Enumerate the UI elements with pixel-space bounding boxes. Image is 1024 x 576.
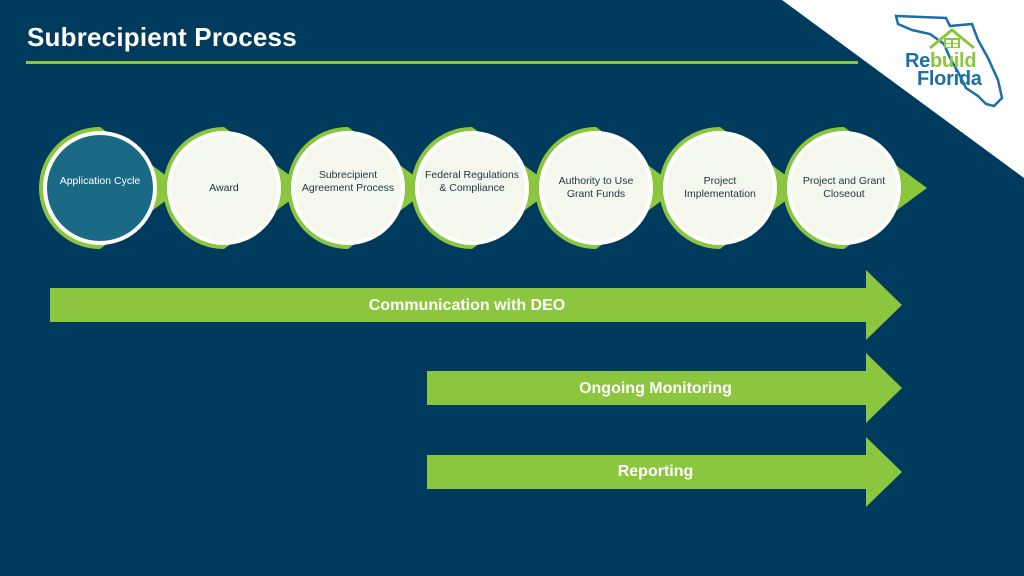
florida-map-icon [894,14,1004,108]
step-circle [295,135,401,241]
logo-text-build: build [929,50,977,72]
step-2 [162,126,307,250]
logo-wordmark: Rebuild Florida [905,50,982,90]
step-circle [791,135,897,241]
step-label: Authority to Use Grant Funds [558,175,634,200]
arrow-reporting [427,437,902,507]
step-1 [38,126,183,250]
step-label: Project and Grant Closeout [802,175,886,200]
logo-text-florida: Florida [917,68,982,90]
step-label: Application Cycle [59,175,141,187]
house-icon [929,28,975,50]
arrow-label-reporting: Reporting [617,463,694,480]
step-5 [534,126,679,250]
page-title: Subrecipient Process [27,22,297,52]
arrow-monitoring [427,353,902,423]
step-circle [543,135,649,241]
step-circle [47,135,153,241]
arrow-label-communication: Communication with DEO [368,297,566,314]
step-label: Award [209,181,239,194]
step-circle [171,135,277,241]
title-underline [26,61,858,64]
step-circle [419,135,525,241]
step-label: Federal Regulations & Compliance [425,168,519,194]
arrow-label-monitoring: Ongoing Monitoring [579,380,732,397]
step-6 [658,126,803,250]
step-circle [667,135,773,241]
step-label: Project Implementation [684,175,756,200]
logo-text-re: Re [905,50,930,72]
step-7 [782,126,927,250]
arrow-communication [50,270,902,340]
step-label: Subrecipient Agreement Process [301,168,395,194]
step-3 [286,126,431,250]
step-4 [410,126,555,250]
